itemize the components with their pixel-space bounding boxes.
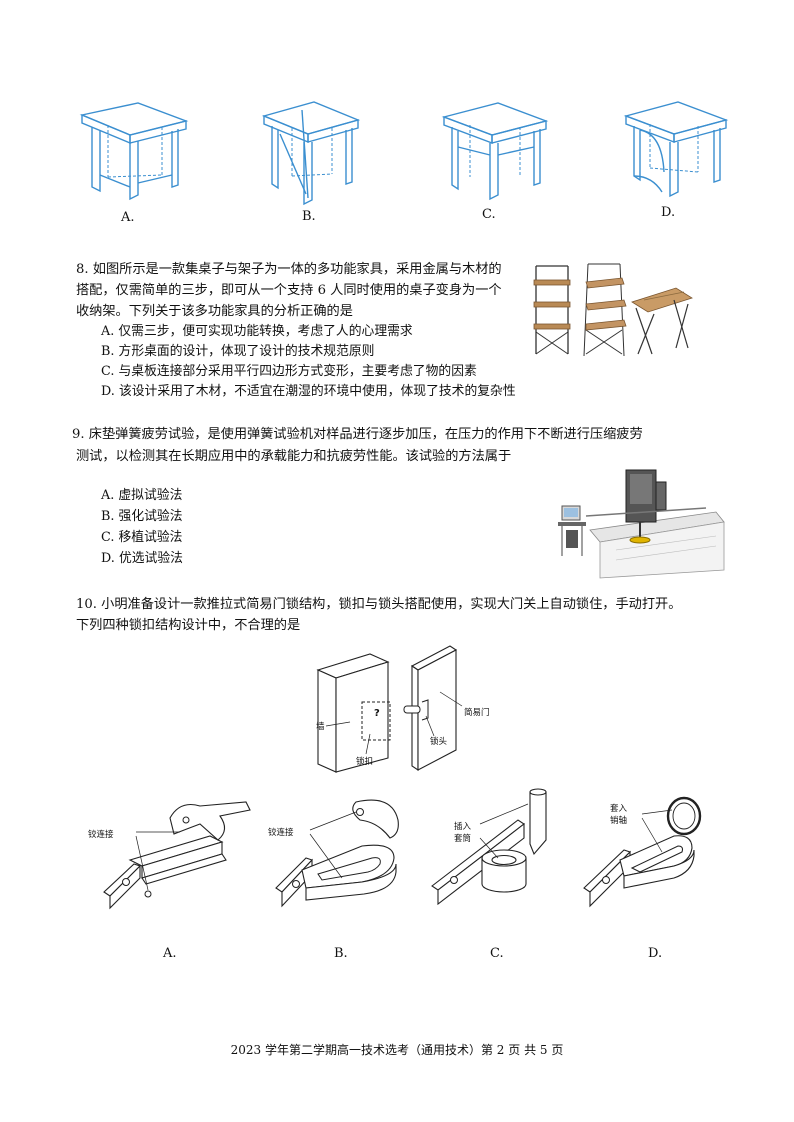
q10-wall-label: 墙 <box>316 722 325 732</box>
q10-main-diagram <box>316 645 463 773</box>
q9-option-c: C. 移植试验法 <box>101 530 183 545</box>
q10-option-d-callout-2: 销轴 <box>610 816 628 826</box>
q10-option-c-label: C. <box>490 946 504 961</box>
q9-stem-line-1: 9. 床垫弹簧疲劳试验，是使用弹簧试验机对样品进行逐步加压，在压力的作用下不断进… <box>72 427 643 442</box>
q7-option-b-label: B. <box>302 209 316 224</box>
q10-option-d-callout-1: 套入 <box>610 804 628 814</box>
q9-stem-line-2: 测试，以检测其在长期应用中的承载能力和抗疲劳性能。该试验的方法属于 <box>76 449 512 464</box>
q10-option-d-figure <box>583 796 702 908</box>
q7-option-d-label: D. <box>661 205 676 220</box>
q9-option-a: A. 虚拟试验法 <box>101 488 183 503</box>
q10-option-a-figure <box>103 801 251 910</box>
q7-option-c-label: C. <box>482 207 496 222</box>
q10-stem-line-1: 10. 小明准备设计一款推拉式简易门锁结构，锁扣与锁头搭配使用，实现大门关上自动… <box>76 597 682 612</box>
q10-option-c-callout-2: 套筒 <box>454 834 472 844</box>
q9-option-b: B. 强化试验法 <box>101 509 183 524</box>
q9-spring-tester-photo <box>558 469 725 579</box>
q8-option-b: B. 方形桌面的设计，体现了设计的技术规范原则 <box>101 344 375 359</box>
q10-lock-buckle-label: 锁扣 <box>356 757 374 767</box>
q9-option-d: D. 优选试验法 <box>101 551 183 566</box>
q7-table-d-figure <box>623 101 729 198</box>
q10-option-a-label: A. <box>163 946 177 961</box>
q8-option-c: C. 与桌板连接部分采用平行四边形方式变形，主要考虑了物的因素 <box>101 364 477 379</box>
q10-option-b-figure <box>275 799 399 908</box>
q10-option-d-label: D. <box>648 946 663 961</box>
page-footer: 2023 学年第二学期高一技术选考（通用技术）第 2 页 共 5 页 <box>230 1043 564 1057</box>
q10-door-label: 简易门 <box>464 708 490 718</box>
q7-option-a-label: A. <box>121 210 135 225</box>
q8-stem-line-3: 收纳架。下列关于该多功能家具的分析正确的是 <box>76 304 353 319</box>
q8-stem-line-2: 搭配，仅需简单的三步，即可从一个支持 6 人同时使用的桌子变身为一个 <box>76 283 502 298</box>
q10-option-a-callout: 铰连接 <box>88 830 114 840</box>
q10-stem-line-2: 下列四种锁扣结构设计中，不合理的是 <box>76 618 301 633</box>
q10-option-b-callout: 铰连接 <box>268 828 294 838</box>
q7-table-b-figure <box>261 101 361 206</box>
q10-question-mark: ? <box>374 708 380 719</box>
q8-option-d: D. 该设计采用了木材，不适宜在潮湿的环境中使用，体现了技术的复杂性 <box>101 384 516 399</box>
q10-option-c-figure <box>431 788 547 906</box>
q8-stem-line-1: 8. 如图所示是一款集桌子与架子为一体的多功能家具，采用金属与木材的 <box>76 262 502 277</box>
q8-furniture-photo <box>533 263 693 357</box>
q10-lock-head-label: 锁头 <box>430 737 448 747</box>
q10-option-b-label: B. <box>334 946 348 961</box>
q7-table-c-figure <box>441 102 549 201</box>
q7-table-a-figure <box>79 102 189 201</box>
q10-option-c-callout-1: 插入 <box>454 822 472 832</box>
q8-option-a: A. 仅需三步，便可实现功能转换，考虑了人的心理需求 <box>101 324 413 339</box>
